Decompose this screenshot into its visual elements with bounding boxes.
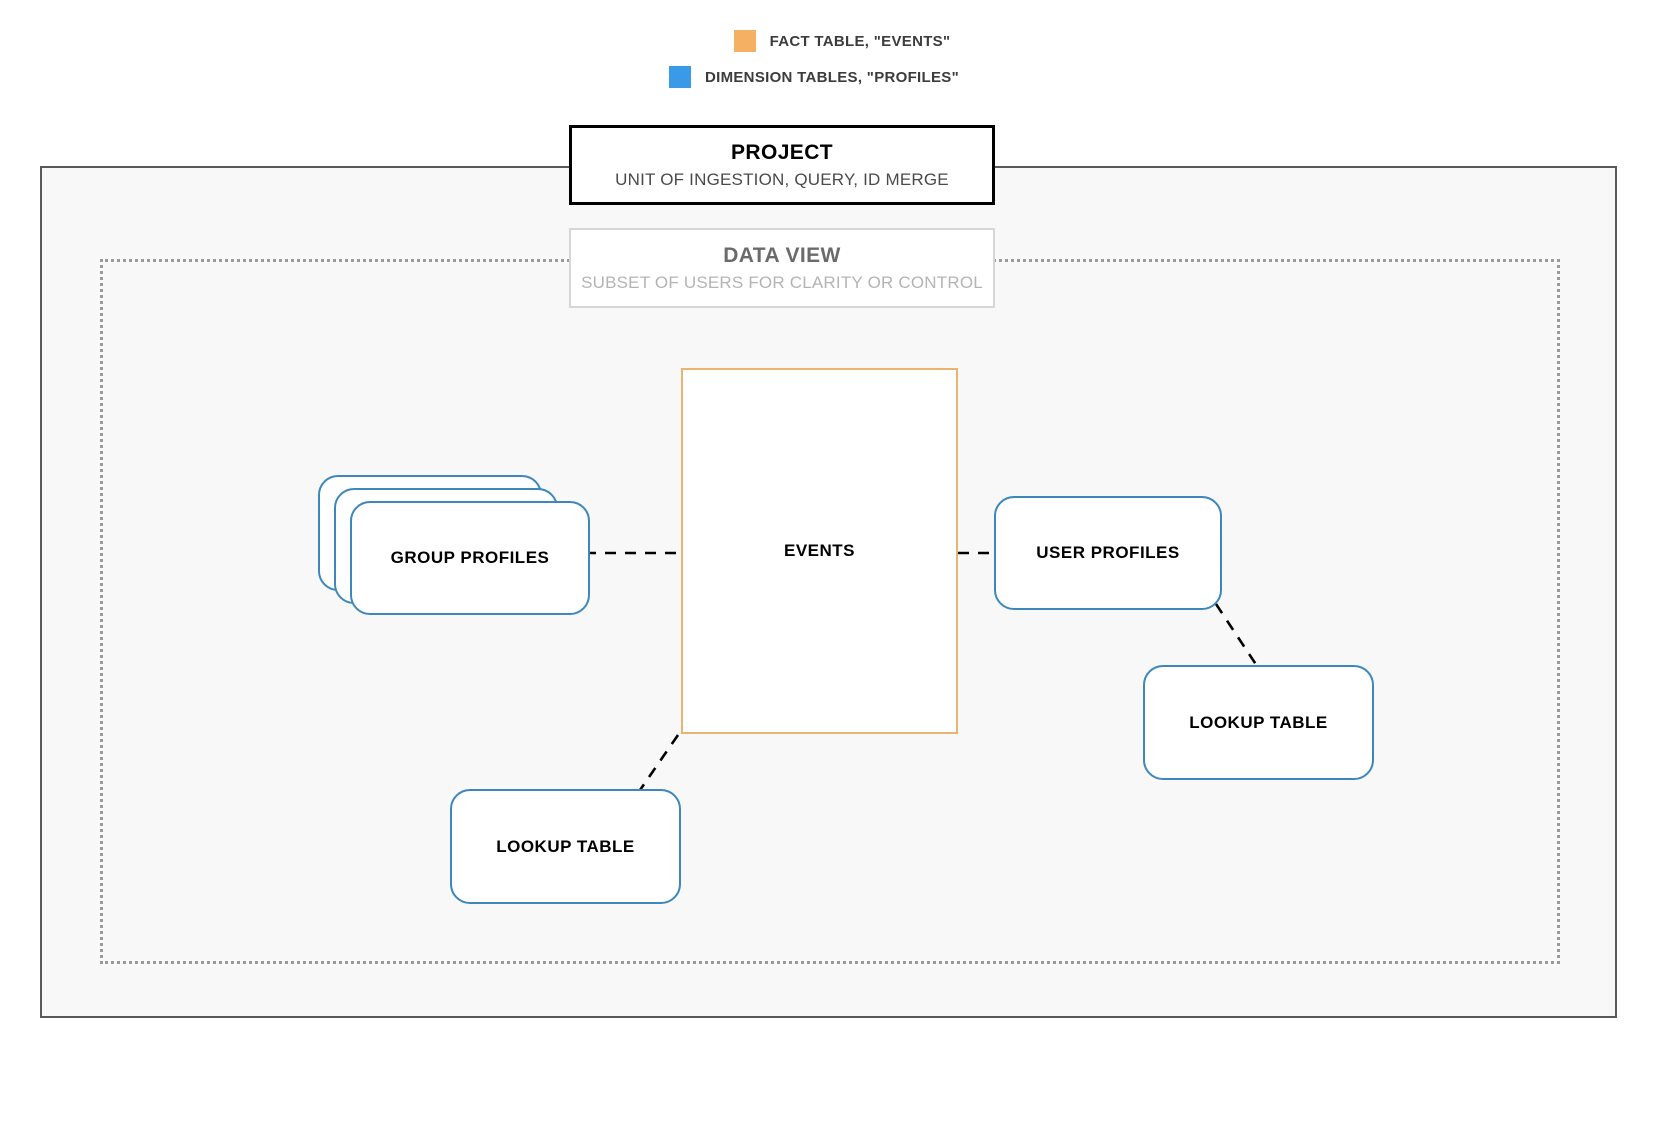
legend: FACT TABLE, "EVENTS" DIMENSION TABLES, "… (0, 30, 1664, 102)
blue-square-swatch (668, 66, 691, 88)
node-events-label: EVENTS (783, 541, 856, 560)
data-view-card: DATA VIEW SUBSET OF USERS FOR CLARITY OR… (569, 228, 995, 308)
group-profiles-stack-card-front: GROUP PROFILES (350, 501, 590, 615)
node-user-profiles-label: USER PROFILES (1036, 543, 1180, 562)
node-lookup-table-right: LOOKUP TABLE (1143, 665, 1374, 780)
orange-square-swatch (733, 30, 756, 52)
legend-item-dimension-tables: DIMENSION TABLES, "PROFILES" (0, 66, 1664, 88)
legend-item-fact-table: FACT TABLE, "EVENTS" (0, 30, 1664, 52)
project-title: PROJECT (731, 140, 833, 164)
node-lookup-table-left: LOOKUP TABLE (450, 789, 681, 904)
project-card: PROJECT UNIT OF INGESTION, QUERY, ID MER… (569, 125, 995, 205)
legend-label-fact-table: FACT TABLE, "EVENTS" (769, 32, 951, 50)
node-events: EVENTS (681, 368, 958, 734)
node-group-profiles-label: GROUP PROFILES (390, 548, 550, 567)
legend-label-dimension-tables: DIMENSION TABLES, "PROFILES" (704, 68, 960, 86)
data-view-subtitle: SUBSET OF USERS FOR CLARITY OR CONTROL (581, 272, 983, 292)
data-view-title: DATA VIEW (723, 243, 841, 267)
node-lookup-table-right-label: LOOKUP TABLE (1189, 712, 1328, 732)
project-subtitle: UNIT OF INGESTION, QUERY, ID MERGE (615, 169, 949, 189)
node-user-profiles: USER PROFILES (994, 496, 1222, 610)
node-group-profiles: GROUP PROFILES (318, 475, 590, 615)
node-lookup-table-left-label: LOOKUP TABLE (496, 836, 635, 856)
